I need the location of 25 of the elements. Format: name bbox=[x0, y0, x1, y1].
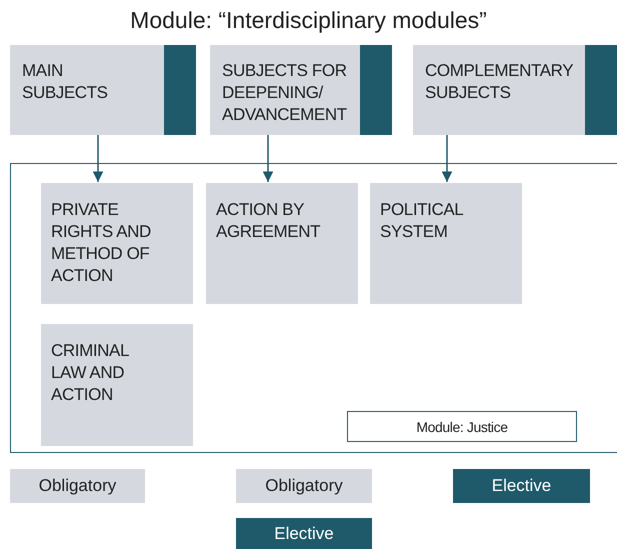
subject-box bbox=[370, 183, 522, 304]
legend-label: Obligatory bbox=[38, 476, 116, 496]
legend-label: Elective bbox=[274, 524, 334, 544]
arrow bbox=[262, 135, 274, 182]
arrow bbox=[92, 135, 104, 182]
subject-label: POLITICAL SYSTEM bbox=[380, 199, 464, 243]
subject-label: PRIVATE RIGHTS AND METHOD OF ACTION bbox=[51, 199, 152, 287]
subject-label: COMPLEMENTARY SUBJECTS bbox=[425, 60, 574, 104]
subject-label: CRIMINAL LAW AND ACTION bbox=[51, 340, 130, 406]
subject-group-box bbox=[413, 45, 617, 135]
subject-box bbox=[41, 324, 193, 446]
subject-group-box bbox=[10, 45, 196, 135]
subject-label: Module: Justice bbox=[416, 420, 508, 434]
subject-box bbox=[41, 183, 193, 304]
legend-label: Elective bbox=[492, 476, 552, 496]
module-frame bbox=[10, 163, 617, 453]
subject-label: MAIN SUBJECTS bbox=[22, 60, 109, 104]
subject-label: SUBJECTS FOR DEEPENING/ ADVANCEMENT bbox=[222, 60, 348, 126]
arrow bbox=[442, 135, 452, 182]
title: Module: “Interdisciplinary modules” bbox=[129, 7, 488, 34]
subject-box bbox=[206, 183, 358, 304]
subject-group-box bbox=[210, 45, 392, 135]
module-tag bbox=[347, 411, 577, 442]
subject-label: ACTION BY AGREEMENT bbox=[216, 199, 322, 243]
legend-label: Obligatory bbox=[265, 476, 343, 496]
